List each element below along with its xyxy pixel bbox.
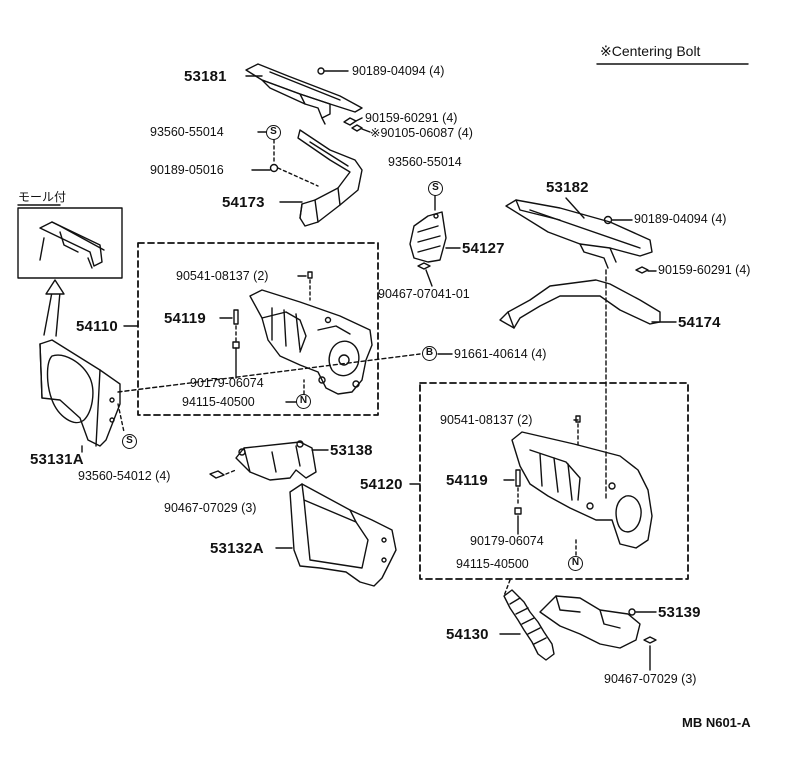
label-90541-08137-left: 90541-08137 (2) bbox=[176, 269, 269, 283]
label-90541-08137-right: 90541-08137 (2) bbox=[440, 413, 533, 427]
part-54173-shape bbox=[297, 129, 363, 227]
symbol-s-53131A: S bbox=[122, 434, 137, 449]
symbol-n-left: N bbox=[296, 394, 311, 409]
part-53181-shape bbox=[245, 63, 363, 125]
inset-arrow bbox=[43, 279, 65, 337]
label-93560-55014-left: 93560-55014 bbox=[150, 125, 224, 139]
label-94115-40500-left: 94115-40500 bbox=[182, 395, 255, 409]
label-90159-60291-top: 90159-60291 (4) bbox=[365, 111, 458, 125]
nut-90189-04094-top bbox=[317, 67, 325, 75]
label-90159-60291-right: 90159-60291 (4) bbox=[658, 263, 751, 277]
washer-90179-06074-left bbox=[232, 341, 240, 349]
label-53182: 53182 bbox=[546, 179, 589, 196]
bolt-90541-08137-right bbox=[575, 415, 581, 423]
inset-molding-detail bbox=[17, 207, 123, 279]
symbol-n-right: N bbox=[568, 556, 583, 571]
label-90467-07041-01: 90467-07041-01 bbox=[378, 287, 470, 301]
bolt-90159-60291-top bbox=[343, 117, 357, 126]
nut-90189-04094-right bbox=[603, 215, 613, 225]
leader-90105-06087 bbox=[361, 128, 371, 133]
bolt-90541-08137-left bbox=[307, 271, 313, 279]
label-90105-06087: ※90105-06087 (4) bbox=[370, 126, 473, 140]
bolt-90467-07029-left bbox=[209, 470, 225, 479]
bolt-54119-right bbox=[515, 469, 521, 487]
label-54110: 54110 bbox=[76, 318, 118, 335]
label-90467-07029-right: 90467-07029 (3) bbox=[604, 672, 697, 686]
leader-90159-60291-top bbox=[355, 117, 363, 122]
part-54174-shape bbox=[499, 279, 661, 329]
part-54110-shape bbox=[249, 289, 373, 395]
label-90467-07029-left: 90467-07029 (3) bbox=[164, 501, 257, 515]
label-54127: 54127 bbox=[462, 240, 505, 257]
bolt-90467-07029-right bbox=[643, 636, 657, 644]
part-54130-shape bbox=[503, 579, 555, 661]
part-53139-shape bbox=[539, 595, 641, 649]
label-54130: 54130 bbox=[446, 626, 489, 643]
label-90189-04094-right: 90189-04094 (4) bbox=[634, 212, 727, 226]
part-54127-shape bbox=[409, 211, 447, 263]
label-93560-55014-center: 93560-55014 bbox=[388, 155, 462, 169]
label-53138: 53138 bbox=[330, 442, 373, 459]
guide-90189-05016 bbox=[277, 167, 319, 187]
guide-93560-54012 bbox=[117, 403, 125, 433]
label-54173: 54173 bbox=[222, 194, 265, 211]
bolt-90159-60291-right bbox=[635, 266, 649, 274]
guide-91661-40614 bbox=[117, 353, 421, 393]
washer-90179-06074-right bbox=[514, 507, 522, 515]
label-90179-06074-left: 90179-06074 bbox=[190, 376, 264, 390]
label-90189-05016: 90189-05016 bbox=[150, 163, 224, 177]
label-94115-40500-right: 94115-40500 bbox=[456, 557, 529, 571]
part-53182-shape bbox=[505, 199, 653, 269]
diagram-code: MB N601-A bbox=[682, 715, 751, 730]
bolt-54119-left bbox=[233, 309, 239, 325]
label-53131A: 53131A bbox=[30, 451, 84, 468]
part-53132A-shape bbox=[289, 483, 397, 587]
leader-90467-07041-01 bbox=[425, 269, 433, 287]
label-inset-molding: モール付 bbox=[18, 190, 67, 204]
label-90189-04094-top: 90189-04094 (4) bbox=[352, 64, 445, 78]
nut-90189-05016 bbox=[269, 163, 279, 173]
guide-90467-07029-left bbox=[225, 469, 237, 475]
part-53131A-shape bbox=[39, 339, 121, 447]
label-54174: 54174 bbox=[678, 314, 721, 331]
symbol-s-center: S bbox=[428, 181, 443, 196]
assembly-54120-box bbox=[419, 382, 689, 580]
part-53138-shape bbox=[235, 440, 317, 481]
part-54120-shape bbox=[511, 431, 653, 549]
label-90179-06074-right: 90179-06074 bbox=[470, 534, 544, 548]
label-53139: 53139 bbox=[658, 604, 701, 621]
assembly-54110-box bbox=[137, 242, 379, 416]
bolt-90467-07041-01 bbox=[417, 262, 431, 270]
label-53181: 53181 bbox=[184, 68, 227, 85]
leader-53182 bbox=[565, 197, 585, 219]
symbol-b: B bbox=[422, 346, 437, 361]
bolt-90105-06087 bbox=[351, 124, 363, 132]
symbol-s-left: S bbox=[266, 125, 281, 140]
label-54120: 54120 bbox=[360, 476, 403, 493]
legend-centering-bolt: ※Centering Bolt bbox=[600, 43, 701, 59]
label-91661-40614: 91661-40614 (4) bbox=[454, 347, 547, 361]
label-54119-left: 54119 bbox=[164, 310, 206, 327]
label-93560-54012: 93560-54012 (4) bbox=[78, 469, 171, 483]
label-53132A: 53132A bbox=[210, 540, 264, 557]
label-54119-right: 54119 bbox=[446, 472, 488, 489]
